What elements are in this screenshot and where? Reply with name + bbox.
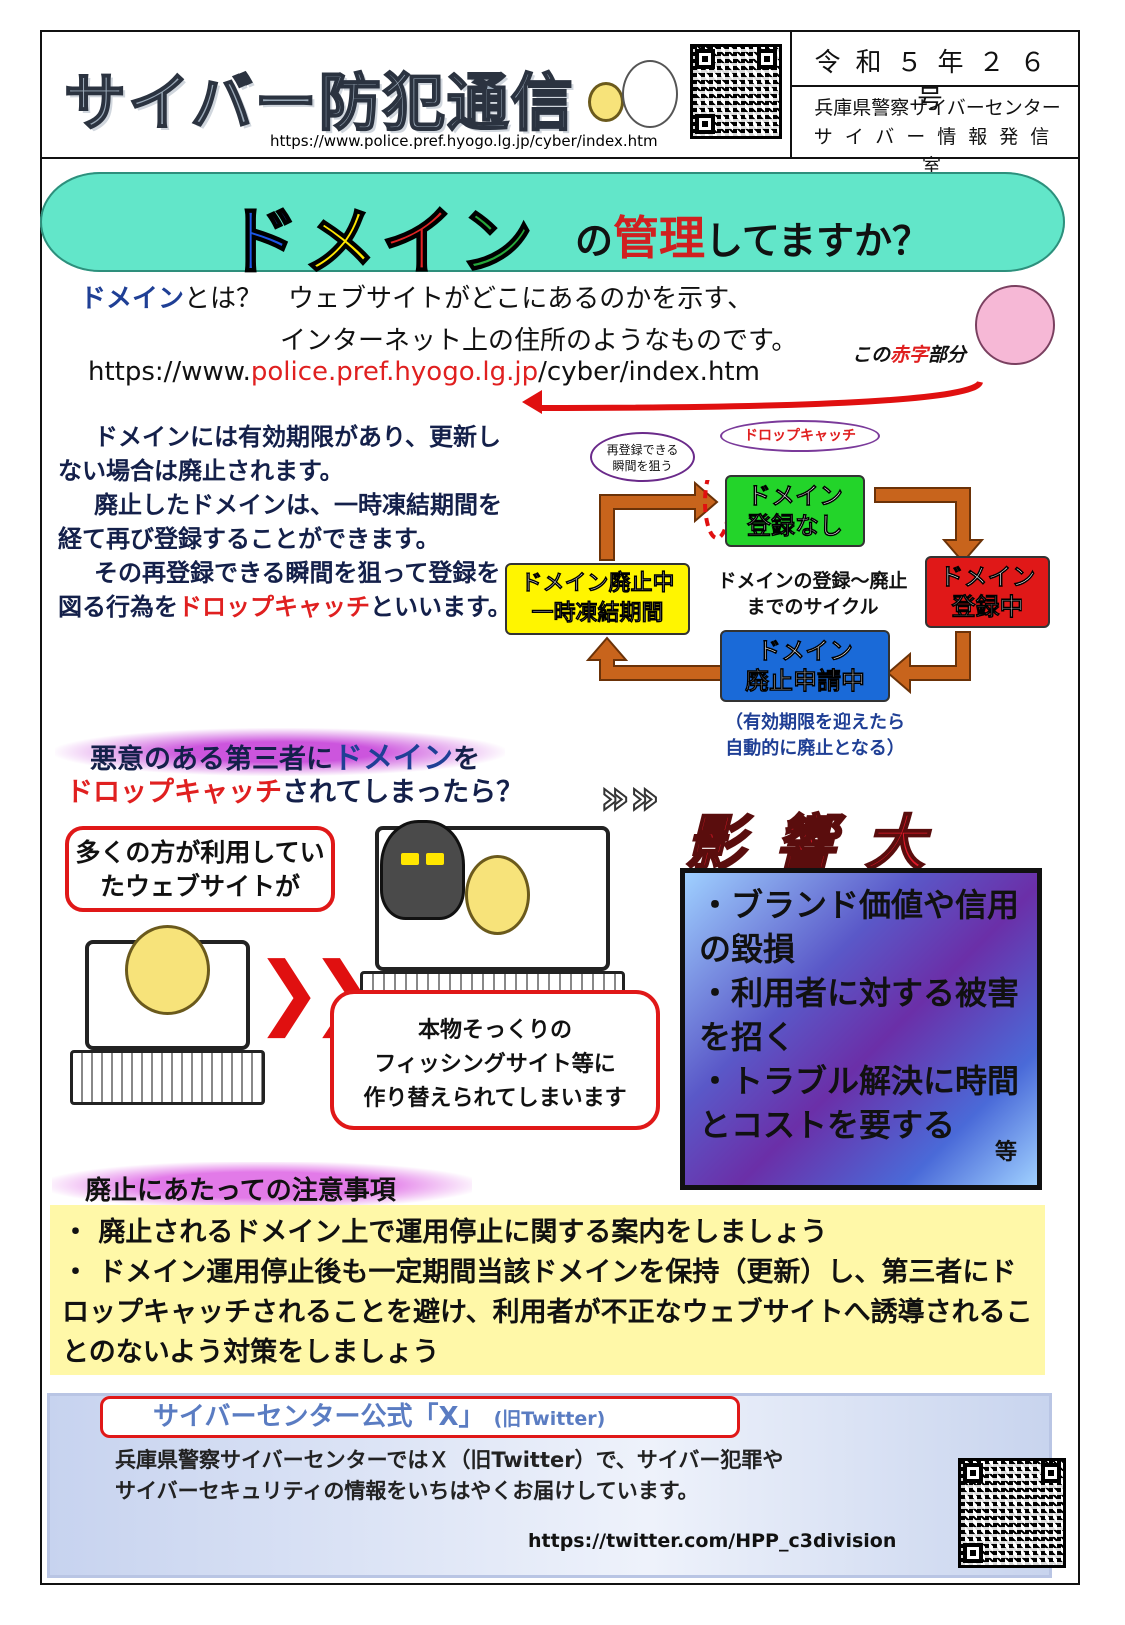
speech-bubble-website: 多くの方が利用していたウェブサイトが — [65, 826, 335, 912]
devil-icon — [380, 820, 465, 920]
q1-pre: 悪意のある第三者に — [90, 744, 333, 775]
twitter-qr-code-icon[interactable] — [958, 1458, 1066, 1568]
p3-post: といいます。 — [370, 593, 512, 621]
header-divider — [40, 157, 1080, 159]
subtitle-post: してますか？ — [705, 219, 930, 263]
subtitle-red: 管理 — [613, 211, 706, 265]
q2-post: されてしまったら？ — [282, 777, 524, 808]
dropcatch-bubble: ドロップキャッチ — [720, 420, 880, 452]
definition-label: ドメイン — [80, 284, 185, 314]
note-pre: この — [852, 344, 891, 366]
caution-highlight — [52, 1162, 472, 1208]
twitter-description: 兵庫県警察サイバーセンターではＸ（旧Twitter）で、サイバー犯罪や サイバー… — [115, 1445, 783, 1507]
header-vertical-divider — [790, 30, 792, 157]
issue-number: 令和５年２６号 — [814, 48, 1061, 115]
headline-title: ドメイン — [224, 182, 537, 289]
caution-item: ・ ドメイン運用停止後も一定期間当該ドメインを保持（更新）し、第三者にドロップキ… — [62, 1257, 1033, 1368]
question-highlight — [55, 728, 505, 776]
speech-bubble-phishing: 本物そっくりの フィッシングサイト等に 作り替えられてしまいます — [330, 990, 660, 1130]
definition-line1: ドメインとは？ ウェブサイトがどこにあるのかを示す、 — [80, 278, 753, 320]
caution-box: ・ 廃止されるドメイン上で運用停止に関する案内をしましょう ・ ドメイン運用停止… — [50, 1205, 1045, 1375]
impact-list: ・ブランド価値や信用の毀損 ・利用者に対する被害を招く ・トラブル解決に時間とコ… — [680, 868, 1042, 1190]
twitter-title-sub: (旧Twitter) — [493, 1408, 606, 1430]
cycle-arrows-icon — [585, 480, 985, 695]
pink-chick-icon — [975, 285, 1055, 365]
page-frame — [40, 30, 1080, 1585]
twitter-text1: 兵庫県警察サイバーセンターではＸ（旧Twitter）で、サイバー犯罪や — [115, 1448, 784, 1472]
example-url[interactable]: https://www.police.pref.hyogo.lg.jp/cybe… — [88, 357, 760, 387]
twitter-title-main: サイバーセンター公式「X」 — [153, 1402, 485, 1432]
department-line2: サイバー情報発信室 — [813, 126, 1062, 177]
cycle-state-applying-abolish: ドメイン 廃止申請中 — [720, 630, 890, 702]
p3-pre: その再登録できる瞬間を狙って登録を図る行為を — [58, 559, 501, 621]
cycle-center-label: ドメインの登録～廃止 までのサイクル — [717, 570, 908, 618]
headline-char-do: ド — [224, 198, 303, 286]
impact-item: ・利用者に対する被害を招く — [699, 974, 1020, 1056]
definition-label-tail: とは？ — [184, 284, 263, 314]
chick-icon — [125, 925, 210, 1015]
note-red: 赤字 — [890, 344, 929, 366]
keyboard-icon — [70, 1050, 265, 1105]
example-url-pre: https://www. — [88, 357, 251, 387]
q1-blue: ドメイン — [333, 741, 453, 776]
example-url-post: /cyber/index.htm — [538, 357, 760, 387]
impact-etc: 等 — [994, 1140, 1017, 1165]
reregister-bubble: 再登録できる 瞬間を狙う — [590, 432, 695, 482]
chevron-right-icon: »» — [599, 769, 660, 825]
caution-title: 廃止にあたっての注意事項 — [85, 1176, 396, 1206]
explanation-text: ドメインには有効期限があり、更新しない場合は廃止されます。 廃止したドメインは、… — [58, 420, 518, 624]
explanation-p3: その再登録できる瞬間を狙って登録を図る行為をドロップキャッチといいます。 — [58, 556, 518, 624]
caution-item: ・ 廃止されるドメイン上で運用停止に関する案内をしましょう — [62, 1217, 828, 1248]
masthead-title: サイバー防犯通信 — [63, 65, 575, 140]
q1-post: を — [453, 744, 480, 775]
cycle-state-registered: ドメイン 登録中 — [925, 556, 1050, 628]
captured-chick-icon — [465, 855, 530, 935]
definition-line2: インターネット上の住所のようなものです。 — [280, 326, 798, 356]
qr-code-icon[interactable] — [690, 44, 782, 139]
p3-red: ドロップキャッチ — [178, 593, 370, 621]
explanation-p1: ドメインには有効期限があり、更新しない場合は廃止されます。 — [58, 423, 502, 485]
impact-item: ・ブランド価値や信用の毀損 — [699, 886, 1020, 968]
title-cloud — [40, 172, 1065, 272]
department: 兵庫県警察サイバーセンター サイバー情報発信室 — [800, 94, 1075, 181]
impact-item: ・トラブル解決に時間とコストを要する — [699, 1062, 1020, 1144]
headline-char-me: メ — [302, 198, 381, 286]
masthead-url[interactable]: https://www.police.pref.hyogo.lg.jp/cybe… — [270, 132, 658, 150]
subtitle-pre: の — [575, 219, 614, 263]
definition-text1: ウェブサイトがどこにあるのかを示す、 — [288, 284, 754, 314]
question-line1: 悪意のある第三者にドメインを — [90, 733, 480, 777]
explanation-p2: 廃止したドメインは、一時凍結期間を経て再び登録することができます。 — [58, 491, 502, 553]
q2-red: ドロップキャッチ — [66, 777, 282, 808]
question-line2: ドロップキャッチされてしまったら？ — [66, 770, 523, 809]
headline-subtitle: の管理してますか？ — [575, 202, 930, 268]
cycle-state-unregistered: ドメイン 登録なし — [725, 475, 865, 547]
twitter-text2: サイバーセキュリティの情報をいちはやくお届けしています。 — [115, 1479, 699, 1503]
mascot-duck-icon — [622, 60, 678, 128]
domain-pointer-note: この赤字部分 — [852, 340, 966, 367]
example-url-domain: police.pref.hyogo.lg.jp — [250, 357, 539, 387]
cycle-note: （有効期限を迎えたら 自動的に廃止となる） — [725, 712, 905, 759]
headline-char-n: ン — [458, 198, 537, 286]
twitter-title: サイバーセンター公式「X」 (旧Twitter) — [100, 1396, 740, 1438]
note-post: 部分 — [928, 344, 967, 366]
pointer-arrow-icon — [522, 380, 983, 414]
department-line1: 兵庫県警察サイバーセンター — [814, 97, 1061, 119]
cycle-state-frozen: ドメイン廃止中 一時凍結期間 — [505, 563, 690, 635]
twitter-url[interactable]: https://twitter.com/HPP_c3division — [528, 1530, 897, 1552]
headline-char-i: イ — [380, 198, 459, 286]
header-info-divider — [790, 85, 1080, 87]
mascot-chick-icon — [588, 82, 624, 122]
